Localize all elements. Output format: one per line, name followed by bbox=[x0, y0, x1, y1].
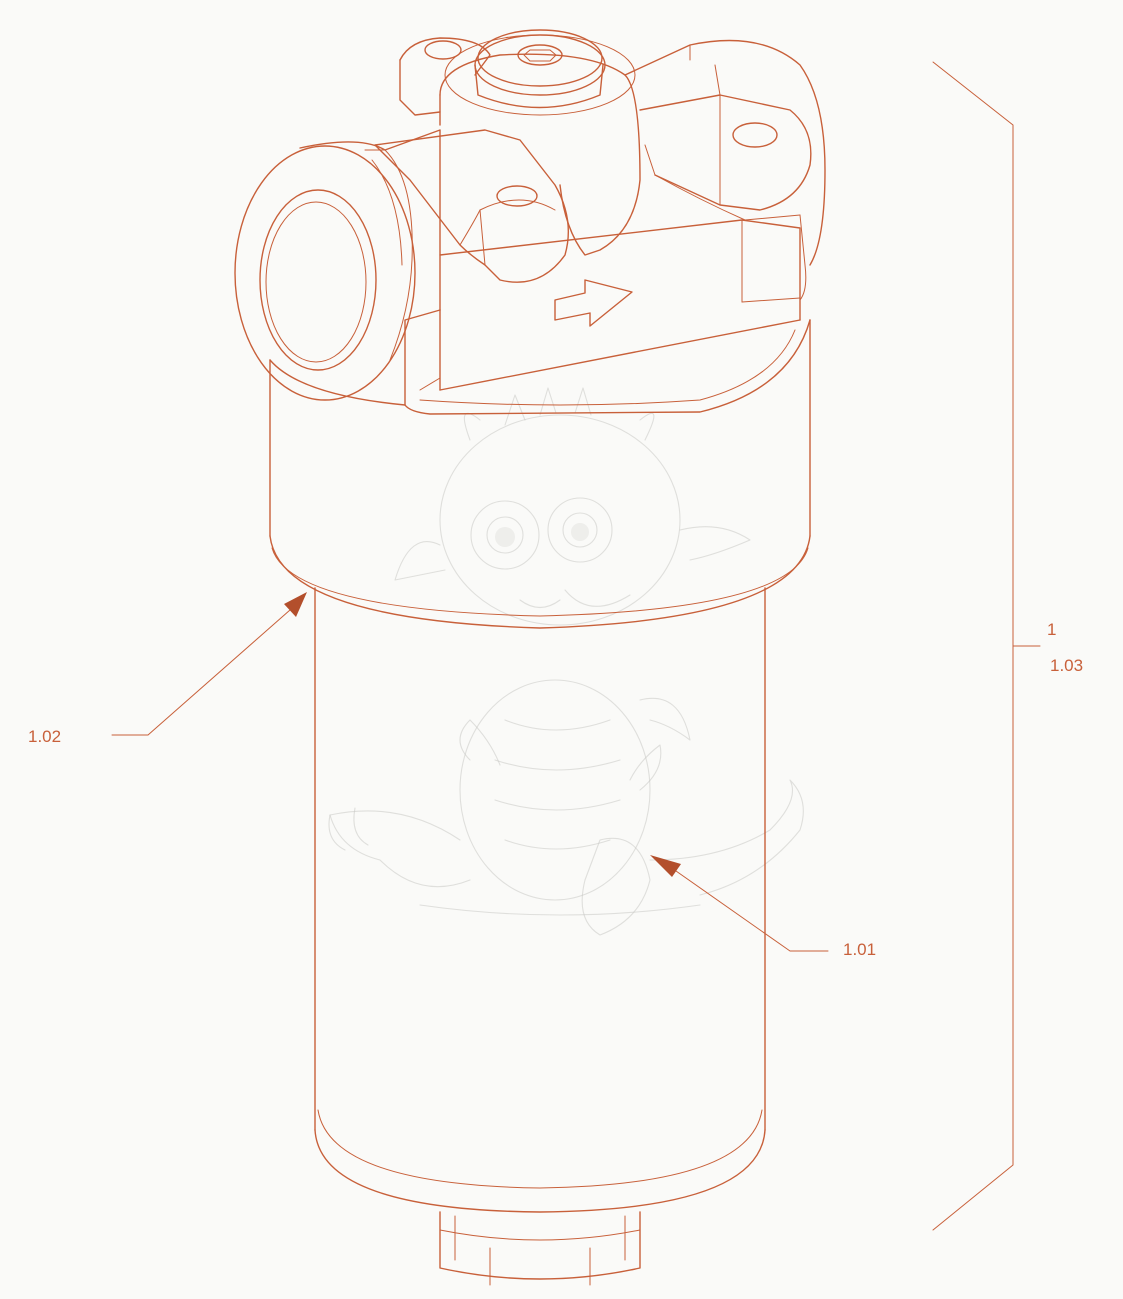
filter-assembly bbox=[234, 29, 826, 1286]
callout-1-01 bbox=[650, 855, 829, 952]
callout-1-02 bbox=[111, 592, 307, 736]
head-ring bbox=[269, 319, 811, 629]
left-mounting-ear bbox=[374, 129, 570, 283]
leader-arrowhead bbox=[284, 592, 307, 617]
flow-direction-arrow-icon bbox=[554, 279, 633, 327]
callout-label-assembly: 1 bbox=[1047, 620, 1057, 639]
callout-label-1-02: 1.02 bbox=[28, 727, 62, 746]
leader-arrowhead bbox=[650, 855, 681, 877]
assembly-bracket bbox=[932, 61, 1041, 1231]
rear-left-ear bbox=[399, 37, 491, 116]
filter-bowl bbox=[314, 587, 766, 1213]
head-top-plate bbox=[269, 319, 811, 415]
watermark-dragon-figure bbox=[328, 387, 804, 936]
callout-label-1-01: 1.01 bbox=[843, 940, 877, 959]
vent-plug bbox=[439, 29, 641, 256]
hex-socket-icon bbox=[523, 49, 557, 62]
right-mounting-ear bbox=[624, 39, 826, 301]
callout-label-assembly-sub: 1.03 bbox=[1050, 656, 1084, 675]
head-block bbox=[404, 219, 801, 406]
drain-plug bbox=[439, 1211, 641, 1286]
inlet-port bbox=[234, 129, 441, 401]
